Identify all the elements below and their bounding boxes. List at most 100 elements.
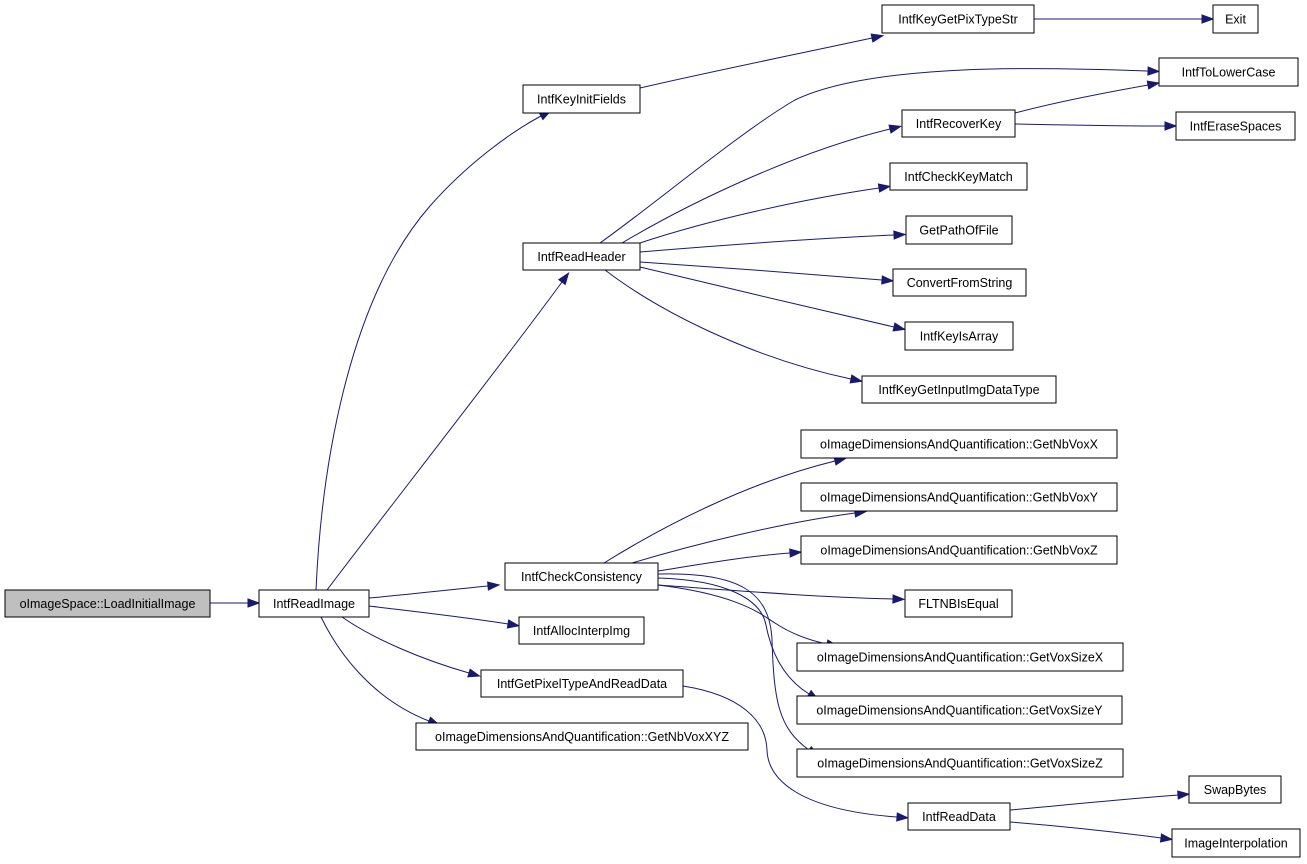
edge-arrowhead-14	[892, 322, 907, 332]
node-box	[522, 84, 641, 114]
edge-arrowhead-2	[557, 271, 570, 286]
node-label: Exit	[1225, 13, 1246, 27]
call-graph-edges	[210, 14, 1215, 843]
edge-intf-get-pixel-type-and-read-data-to-intf-read-data	[682, 685, 898, 818]
node-box	[415, 722, 749, 751]
edge-intf-read-image-to-get-nb-vox-xyz	[320, 616, 430, 722]
node-intf-read-data[interactable]: IntfReadData	[907, 802, 1011, 831]
node-load-initial-image: oImageSpace::LoadInitialImage	[4, 589, 211, 618]
node-box	[861, 375, 1057, 404]
edge-intf-read-header-to-get-path-of-file	[639, 234, 895, 253]
edge-intf-read-header-to-intf-key-is-array	[639, 266, 895, 328]
edge-intf-check-consistency-to-get-vox-size-y	[657, 577, 810, 695]
edge-intf-read-image-to-intf-key-init-fields	[315, 115, 542, 591]
node-swap-bytes[interactable]: SwapBytes	[1188, 775, 1282, 804]
edge-intf-read-image-to-intf-get-pixel-type-and-read-data	[341, 616, 470, 674]
node-box	[518, 616, 645, 645]
node-label: oImageDimensionsAndQuantification::GetVo…	[817, 651, 1104, 665]
node-box	[904, 321, 1014, 351]
node-label: IntfReadImage	[273, 597, 355, 611]
edge-intf-read-header-to-intf-key-get-input-img-data-type	[604, 269, 852, 380]
edge-intf-check-consistency-to-get-vox-size-x	[657, 584, 828, 645]
node-get-path-of-file[interactable]: GetPathOfFile	[905, 215, 1013, 245]
node-label: GetPathOfFile	[919, 224, 998, 238]
edge-arrowhead-16	[1146, 80, 1161, 90]
edge-intf-check-consistency-to-get-nb-vox-y	[631, 512, 856, 564]
node-image-interpolation[interactable]: ImageInterpolation	[1171, 828, 1301, 858]
node-get-nb-vox-y[interactable]: oImageDimensionsAndQuantification::GetNb…	[800, 482, 1118, 512]
node-convert-from-string[interactable]: ConvertFromString	[892, 268, 1027, 297]
node-label: ImageInterpolation	[1184, 837, 1288, 851]
node-label: FLTNBIsEqual	[918, 597, 998, 611]
edge-intf-key-init-fields-to-intf-key-get-pix-type-str	[639, 37, 873, 89]
node-label: IntfCheckKeyMatch	[904, 170, 1012, 184]
node-get-nb-vox-z[interactable]: oImageDimensionsAndQuantification::GetNb…	[800, 535, 1118, 565]
node-box	[480, 669, 684, 698]
node-get-nb-vox-xyz[interactable]: oImageDimensionsAndQuantification::GetNb…	[415, 722, 749, 751]
edge-intf-read-image-to-intf-check-consistency	[368, 585, 489, 599]
node-box	[901, 109, 1016, 138]
node-box	[1158, 57, 1299, 87]
edge-intf-recover-key-to-intf-erase-spaces	[1014, 123, 1166, 127]
node-intf-key-get-pix-type-str[interactable]: IntfKeyGetPixTypeStr	[881, 4, 1035, 34]
node-intf-get-pixel-type-and-read-data[interactable]: IntfGetPixelTypeAndReadData	[480, 669, 684, 698]
node-intf-recover-key[interactable]: IntfRecoverKey	[901, 109, 1016, 138]
node-box	[905, 215, 1013, 245]
node-get-vox-size-x[interactable]: oImageDimensionsAndQuantification::GetVo…	[796, 642, 1124, 672]
edge-intf-read-data-to-swap-bytes	[1009, 794, 1179, 811]
node-intf-read-header[interactable]: IntfReadHeader	[522, 242, 641, 271]
edge-intf-read-data-to-image-interpolation	[1009, 821, 1162, 839]
node-label: oImageDimensionsAndQuantification::GetVo…	[816, 704, 1103, 718]
node-get-nb-vox-x[interactable]: oImageDimensionsAndQuantification::GetNb…	[800, 429, 1118, 459]
node-fltnb-is-equal[interactable]: FLTNBIsEqual	[904, 589, 1013, 618]
node-box	[1171, 828, 1301, 858]
node-box	[881, 4, 1035, 34]
node-label: IntfKeyGetInputImgDataType	[878, 383, 1039, 397]
edge-arrowhead-21	[892, 594, 906, 604]
node-get-vox-size-y[interactable]: oImageDimensionsAndQuantification::GetVo…	[796, 695, 1123, 725]
node-intf-alloc-interp-img[interactable]: IntfAllocInterpImg	[518, 616, 645, 645]
node-exit[interactable]: Exit	[1212, 4, 1259, 34]
node-box	[522, 242, 641, 271]
node-box	[1188, 775, 1282, 804]
edge-intf-read-image-to-intf-read-header	[326, 281, 563, 591]
edge-arrowhead-25	[896, 812, 910, 822]
edge-arrowhead-4	[506, 619, 521, 629]
node-intf-read-image[interactable]: IntfReadImage	[258, 589, 370, 618]
node-label: IntfReadData	[922, 810, 996, 824]
edge-arrowhead-26	[1177, 790, 1191, 800]
node-box	[796, 642, 1124, 672]
node-get-vox-size-z[interactable]: oImageDimensionsAndQuantification::GetVo…	[796, 748, 1124, 778]
node-label: ConvertFromString	[907, 276, 1013, 290]
edge-intf-recover-key-to-intf-to-lower-case	[1014, 84, 1149, 114]
node-intf-key-init-fields[interactable]: IntfKeyInitFields	[522, 84, 641, 114]
node-label: oImageDimensionsAndQuantification::GetNb…	[820, 544, 1098, 558]
node-intf-key-is-array[interactable]: IntfKeyIsArray	[904, 321, 1014, 351]
node-box	[504, 562, 659, 591]
edge-intf-check-consistency-to-get-nb-vox-z	[657, 552, 791, 572]
node-intf-erase-spaces[interactable]: IntfEraseSpaces	[1175, 111, 1296, 141]
node-intf-check-consistency[interactable]: IntfCheckConsistency	[504, 562, 659, 591]
node-intf-check-key-match[interactable]: IntfCheckKeyMatch	[889, 162, 1028, 191]
edge-arrowhead-8	[1201, 14, 1215, 24]
edge-intf-read-header-to-intf-to-lower-case	[599, 68, 1149, 244]
node-label: IntfKeyGetPixTypeStr	[898, 13, 1018, 27]
node-box	[1212, 4, 1259, 34]
edge-arrowhead-3	[487, 581, 501, 591]
node-intf-to-lower-case[interactable]: IntfToLowerCase	[1158, 57, 1299, 87]
node-label: oImageDimensionsAndQuantification::GetVo…	[817, 757, 1103, 771]
node-box	[800, 535, 1118, 565]
edge-arrowhead-15	[849, 374, 864, 384]
node-intf-key-get-input-img-data-type[interactable]: IntfKeyGetInputImgDataType	[861, 375, 1057, 404]
node-label: oImageDimensionsAndQuantification::GetNb…	[820, 438, 1099, 452]
edge-intf-read-image-to-intf-alloc-interp-img	[368, 605, 509, 625]
edge-arrowhead-5	[467, 668, 481, 678]
node-box	[796, 748, 1124, 778]
edge-arrowhead-9	[1147, 66, 1161, 76]
edge-intf-check-consistency-to-get-vox-size-z	[657, 573, 810, 751]
node-label: IntfCheckConsistency	[521, 570, 643, 584]
node-label: IntfAllocInterpImg	[533, 624, 630, 638]
node-box	[907, 802, 1011, 831]
node-box	[904, 589, 1013, 618]
edge-arrowhead-27	[1159, 833, 1174, 843]
